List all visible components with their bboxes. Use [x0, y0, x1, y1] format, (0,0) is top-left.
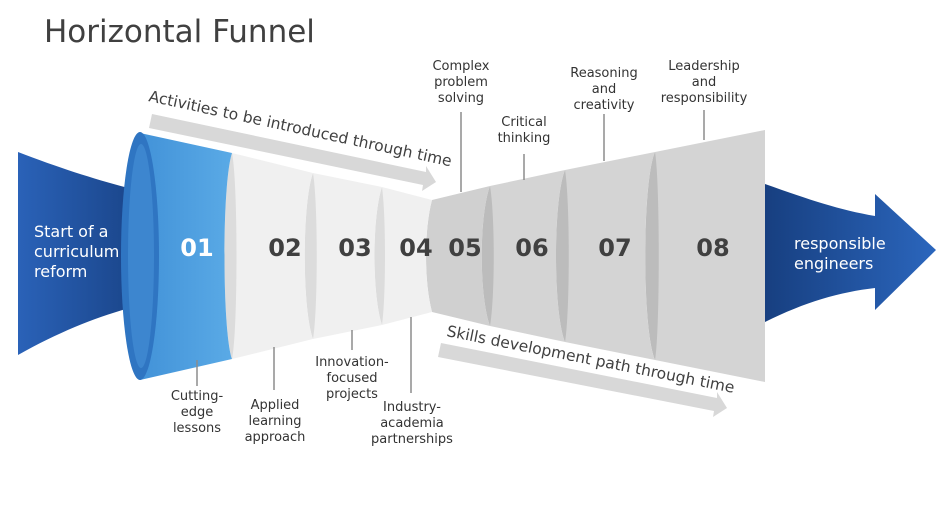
funnel-section-04 — [374, 187, 432, 325]
stage-label-07: Reasoning and creativity — [570, 66, 638, 113]
funnel-section-07 — [556, 152, 655, 360]
stage-label-05: Complex problem solving — [432, 59, 490, 106]
stage-label-01: Cutting- edge lessons — [170, 389, 224, 436]
stage-number-05: 05 — [448, 234, 481, 262]
connector-lines — [196, 110, 705, 393]
stage-number-01: 01 — [180, 234, 213, 262]
stage-label-06: Critical thinking — [497, 115, 551, 146]
funnel-section-06 — [481, 170, 565, 342]
stage-number-02: 02 — [268, 234, 301, 262]
stage-number-07: 07 — [598, 234, 631, 262]
funnel-section-05 — [426, 186, 490, 326]
stage-number-06: 06 — [515, 234, 548, 262]
stage-number-03: 03 — [338, 234, 371, 262]
stage-number-04: 04 — [399, 234, 432, 262]
stage-number-08: 08 — [696, 234, 729, 262]
funnel-section-02 — [224, 153, 313, 359]
stage-label-08: Leadership and responsibility — [660, 59, 748, 106]
slide-title: Horizontal Funnel — [44, 14, 315, 50]
stage-label-02: Applied learning approach — [244, 398, 306, 445]
end-label: responsible engineers — [794, 234, 886, 273]
funnel-section-08 — [645, 130, 765, 382]
stage-label-04: Industry- academia partnerships — [371, 400, 453, 447]
stage-label-03: Innovation- focused projects — [315, 355, 389, 402]
top-arrow — [149, 114, 436, 191]
start-label: Start of a curriculum reform — [34, 222, 120, 281]
end-arrow — [765, 184, 936, 322]
bottom-arrow — [438, 343, 727, 417]
funnel-section-03 — [304, 173, 382, 339]
